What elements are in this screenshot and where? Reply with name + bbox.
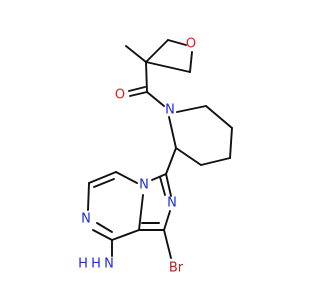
bond-pip-c3-c2	[175, 147, 202, 166]
bond-imid-c3-n2-b	[159, 176, 166, 196]
bromine-label: Br	[169, 261, 184, 276]
nitrogen-piperidine-label: N	[165, 103, 175, 118]
molecule-structure: O O N N N N Br H H N	[78, 37, 233, 276]
bond-oxetane-top	[145, 39, 169, 63]
atom-labels: O O N N N N Br H H N	[78, 37, 196, 276]
bond-carbonyl-o-1	[129, 91, 148, 97]
amine-group-label: H H N	[78, 257, 114, 272]
bond-carbonyl-n	[146, 91, 165, 107]
oxygen-ring-label: O	[186, 37, 196, 52]
bond-lines	[87, 39, 233, 259]
bond-carbonyl-o-2	[128, 86, 146, 92]
bond-pip-c4-c3	[200, 157, 231, 166]
oxygen-carbonyl-label: O	[115, 88, 125, 103]
nitrogen-bridge-label: N	[139, 178, 149, 193]
bond-c1-br	[163, 229, 172, 259]
bond-imid-c8a-n4	[138, 194, 144, 231]
bond-pyr-n7-c8-a	[92, 229, 113, 241]
bond-oxetane-o-bottom	[189, 51, 193, 73]
bond-oxetane-bottom	[145, 61, 191, 73]
bond-pyr-c5-c6-b	[93, 178, 115, 188]
bond-pip-n-c6	[176, 105, 207, 113]
bond-pyr-c6-n7	[87, 182, 90, 211]
bond-quat-carbonyl	[145, 61, 148, 93]
amine-h-label: H	[78, 257, 88, 272]
bond-imid-c3-n4	[151, 173, 167, 181]
amine-h2-label: H	[91, 257, 101, 272]
nitrogen-pyrazine-label: N	[81, 212, 91, 227]
bond-pip-n-c2	[168, 116, 177, 149]
amine-n-label: N	[104, 257, 114, 272]
bond-pip-c5-c4	[229, 127, 233, 159]
bond-imid-n2-c1	[163, 210, 171, 231]
bond-pip-c6-c5	[205, 105, 233, 129]
bond-pip-imidazole	[165, 147, 177, 175]
bond-pyr-c8-c8a	[111, 229, 140, 241]
bond-oxetane-right-o	[167, 39, 187, 46]
nitrogen-imidazole-label: N	[167, 196, 177, 211]
bond-pyr-n7-c8-b	[96, 222, 113, 233]
bond-methyl	[125, 45, 147, 63]
bond-pyr-n4-c5	[115, 171, 138, 184]
bond-imid-c3-n2-a	[165, 173, 172, 197]
bond-pyr-c5-c6-a	[88, 171, 117, 184]
